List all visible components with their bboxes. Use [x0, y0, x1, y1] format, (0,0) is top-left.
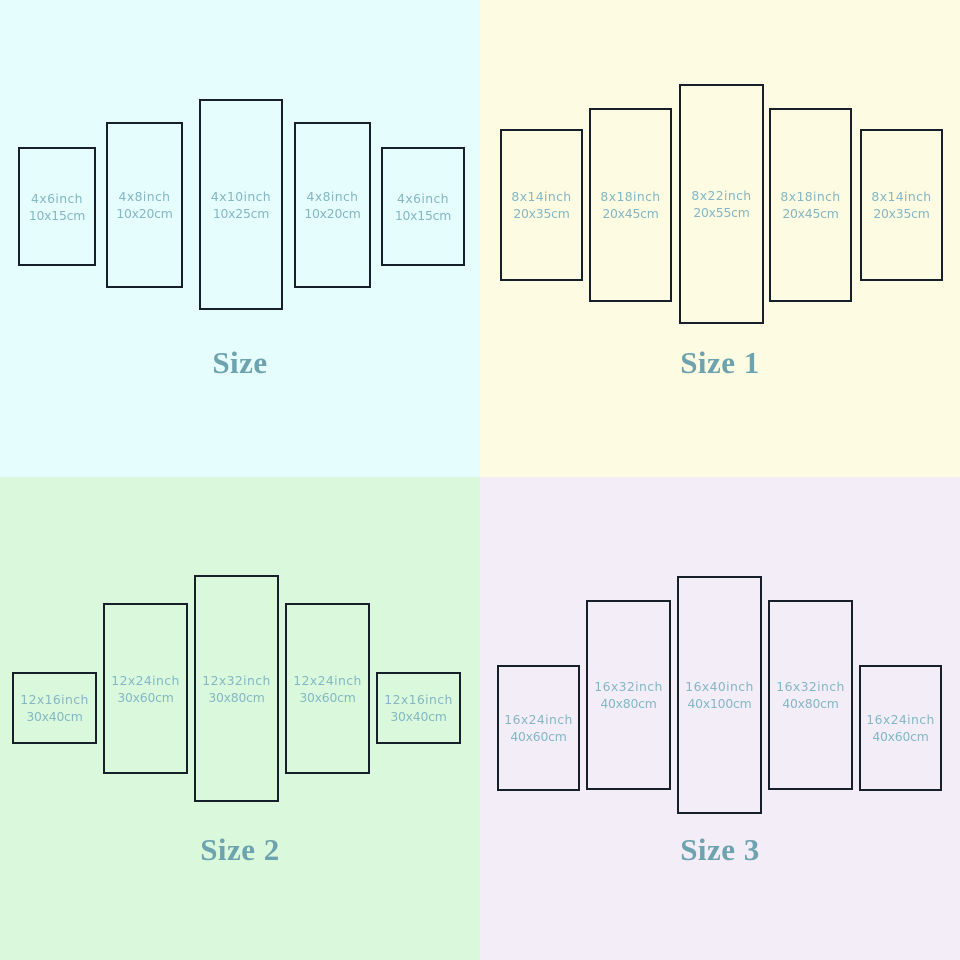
panel-cm: 40x80cm — [782, 696, 839, 711]
panel-inch: 8x14inch — [511, 189, 572, 204]
panel-inch: 4x8inch — [306, 189, 359, 204]
panel-label: 16x24inch 40x60cm — [866, 711, 934, 745]
quadrant-title: Size 1 — [680, 345, 760, 380]
panel-label: 8x18inch 20x45cm — [600, 188, 660, 222]
panel-5[interactable]: 12x16inch 30x40cm — [376, 672, 461, 744]
panel-label: 12x16inch 30x40cm — [20, 691, 88, 725]
panel-label: 4x10inch 10x25cm — [211, 188, 271, 222]
quadrant-size-2: 12x16inch 30x40cm 12x24inch 30x60cm 12x3… — [0, 477, 480, 960]
panel-label: 8x18inch 20x45cm — [780, 188, 840, 222]
panel-4[interactable]: 12x24inch 30x60cm — [285, 603, 370, 774]
panel-inch: 16x40inch — [685, 679, 754, 694]
panel-2[interactable]: 4x8inch 10x20cm — [106, 122, 183, 288]
panel-group-size-3: 16x24inch 40x60cm 16x32inch 40x80cm 16x4… — [480, 477, 960, 817]
panel-cm: 30x60cm — [299, 689, 356, 705]
panel-group-size-2: 12x16inch 30x40cm 12x24inch 30x60cm 12x3… — [0, 477, 480, 817]
panel-cm: 30x60cm — [117, 689, 174, 705]
panel-cm: 40x80cm — [600, 696, 657, 711]
panel-inch: 8x14inch — [871, 189, 932, 204]
quadrant-title: Size — [212, 345, 268, 380]
panel-group-size-1: 8x14inch 20x35cm 8x18inch 20x45cm 8x22in… — [480, 0, 960, 340]
panel-2[interactable]: 16x32inch 40x80cm — [586, 600, 671, 790]
panel-1[interactable]: 8x14inch 20x35cm — [500, 129, 583, 281]
panel-cm: 20x55cm — [693, 205, 750, 220]
panel-4[interactable]: 4x8inch 10x20cm — [294, 122, 371, 288]
panel-3[interactable]: 12x32inch 30x80cm — [194, 575, 279, 802]
panel-inch: 4x8inch — [118, 189, 171, 204]
panel-inch: 16x24inch — [866, 712, 935, 727]
panel-inch: 12x16inch — [20, 692, 89, 707]
panel-label: 16x32inch 40x80cm — [594, 678, 662, 712]
panel-inch: 12x24inch — [293, 672, 362, 688]
panel-cm: 20x35cm — [873, 206, 930, 221]
panel-inch: 8x22inch — [691, 188, 752, 203]
panel-label: 4x6inch 10x15cm — [394, 190, 452, 224]
panel-4[interactable]: 16x32inch 40x80cm — [768, 600, 853, 790]
panel-inch: 16x32inch — [594, 679, 663, 694]
panel-inch: 12x16inch — [384, 692, 453, 707]
panel-3[interactable]: 16x40inch 40x100cm — [677, 576, 762, 814]
quadrant-title: Size 3 — [680, 832, 760, 867]
panel-inch: 16x24inch — [504, 712, 573, 727]
panel-label: 8x14inch 20x35cm — [871, 188, 931, 222]
panel-label: 4x8inch 10x20cm — [116, 188, 173, 222]
panel-inch: 12x24inch — [111, 672, 180, 688]
panel-1[interactable]: 16x24inch 40x60cm — [497, 665, 580, 791]
panel-cm: 10x15cm — [28, 207, 86, 223]
quadrant-size-3: 16x24inch 40x60cm 16x32inch 40x80cm 16x4… — [480, 477, 960, 960]
panel-label: 16x24inch 40x60cm — [504, 711, 572, 745]
panel-cm: 10x20cm — [116, 206, 173, 221]
panel-group-size: 4x6inch 10x15cm 4x8inch 10x20cm 4x10inch… — [0, 0, 480, 340]
panel-inch: 8x18inch — [780, 189, 841, 204]
panel-cm: 40x60cm — [510, 729, 567, 744]
panel-label: 16x32inch 40x80cm — [776, 678, 844, 712]
panel-inch: 4x6inch — [31, 190, 83, 206]
panel-3[interactable]: 8x22inch 20x55cm — [679, 84, 764, 324]
panel-3[interactable]: 4x10inch 10x25cm — [199, 99, 283, 310]
quadrant-size: 4x6inch 10x15cm 4x8inch 10x20cm 4x10inch… — [0, 0, 480, 477]
panel-inch: 8x18inch — [600, 189, 661, 204]
panel-cm: 20x45cm — [602, 206, 659, 221]
panel-cm: 40x100cm — [687, 696, 752, 711]
panel-cm: 20x45cm — [782, 206, 839, 221]
panel-cm: 30x40cm — [26, 709, 83, 724]
panel-label: 4x8inch 10x20cm — [304, 188, 361, 222]
panel-cm: 10x20cm — [304, 206, 361, 221]
panel-5[interactable]: 4x6inch 10x15cm — [381, 147, 465, 266]
panel-label: 12x24inch 30x60cm — [293, 672, 361, 706]
panel-label: 12x24inch 30x60cm — [111, 672, 179, 706]
quadrant-size-1: 8x14inch 20x35cm 8x18inch 20x45cm 8x22in… — [480, 0, 960, 477]
panel-cm: 30x40cm — [390, 709, 447, 724]
panel-5[interactable]: 8x14inch 20x35cm — [860, 129, 943, 281]
panel-1[interactable]: 4x6inch 10x15cm — [18, 147, 96, 266]
panel-4[interactable]: 8x18inch 20x45cm — [769, 108, 852, 302]
panel-label: 8x22inch 20x55cm — [691, 187, 751, 221]
panel-label: 16x40inch 40x100cm — [685, 678, 753, 712]
panel-cm: 10x25cm — [212, 205, 270, 221]
panel-2[interactable]: 12x24inch 30x60cm — [103, 603, 188, 774]
panel-label: 12x16inch 30x40cm — [384, 691, 452, 725]
panel-cm: 10x15cm — [394, 207, 452, 223]
panel-label: 4x6inch 10x15cm — [28, 190, 86, 224]
panel-2[interactable]: 8x18inch 20x45cm — [589, 108, 672, 302]
panel-cm: 30x80cm — [208, 689, 265, 705]
panel-inch: 4x10inch — [210, 188, 272, 204]
panel-label: 12x32inch 30x80cm — [202, 672, 270, 706]
panel-label: 8x14inch 20x35cm — [511, 188, 571, 222]
panel-1[interactable]: 12x16inch 30x40cm — [12, 672, 97, 744]
panel-inch: 16x32inch — [776, 679, 845, 694]
panel-inch: 12x32inch — [202, 672, 271, 688]
panel-cm: 40x60cm — [872, 729, 929, 744]
panel-inch: 4x6inch — [397, 190, 449, 206]
panel-5[interactable]: 16x24inch 40x60cm — [859, 665, 942, 791]
panel-cm: 20x35cm — [513, 206, 570, 221]
quadrant-title: Size 2 — [200, 832, 280, 867]
